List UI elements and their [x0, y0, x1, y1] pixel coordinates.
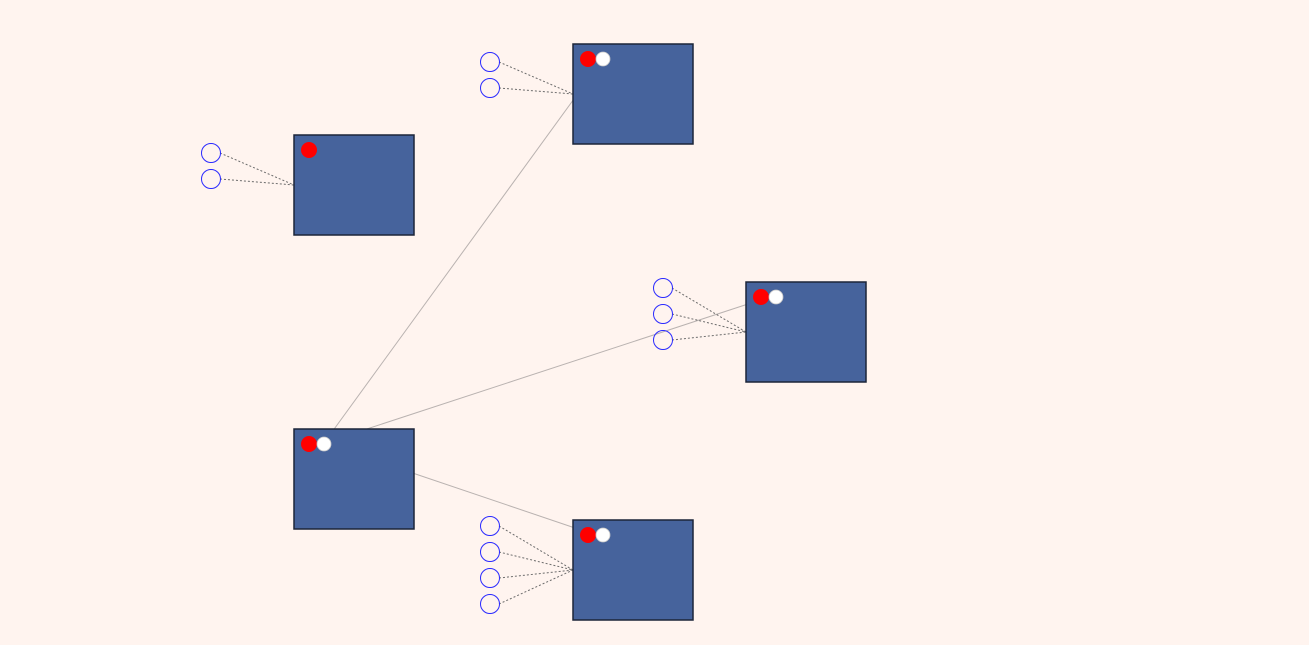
nodes-layer: [293, 43, 867, 621]
stub-link-bottom-right-4: [498, 569, 574, 605]
stub-port-top-right-2[interactable]: [480, 78, 500, 98]
stub-port-bottom-right-3[interactable]: [480, 568, 500, 588]
stubs-layer: [201, 52, 747, 614]
stub-port-root-2[interactable]: [201, 169, 221, 189]
stub-port-bottom-right-4[interactable]: [480, 594, 500, 614]
stub-link-bottom-right-2: [498, 551, 574, 571]
node-handle-middle-right[interactable]: [753, 289, 769, 305]
stub-link-middle-right-2: [671, 313, 747, 333]
node-handle-hub[interactable]: [301, 436, 317, 452]
stub-link-middle-right-3: [671, 331, 747, 341]
stub-port-root-1[interactable]: [201, 143, 221, 163]
stub-link-top-right-2: [498, 87, 574, 95]
edge-hub-to-middle-right[interactable]: [323, 303, 749, 444]
node-connected-port-hub[interactable]: [316, 436, 332, 452]
node-handle-top-right[interactable]: [580, 51, 596, 67]
edge-hub-to-top-right[interactable]: [323, 58, 604, 444]
node-handle-bottom-right[interactable]: [580, 527, 596, 543]
stub-port-middle-right-1[interactable]: [653, 278, 673, 298]
stub-link-bottom-right-3: [498, 569, 574, 579]
stub-link-root-1: [219, 152, 295, 186]
stub-port-middle-right-3[interactable]: [653, 330, 673, 350]
stub-port-middle-right-2[interactable]: [653, 304, 673, 324]
stub-link-bottom-right-1: [498, 525, 574, 571]
node-handle-root[interactable]: [301, 142, 317, 158]
node-connected-port-top-right[interactable]: [595, 51, 611, 67]
node-connected-port-bottom-right[interactable]: [595, 527, 611, 543]
stub-link-root-2: [219, 178, 295, 186]
stub-port-bottom-right-1[interactable]: [480, 516, 500, 536]
stub-port-bottom-right-2[interactable]: [480, 542, 500, 562]
stub-link-top-right-1: [498, 61, 574, 95]
node-connected-port-middle-right[interactable]: [768, 289, 784, 305]
stub-port-top-right-1[interactable]: [480, 52, 500, 72]
